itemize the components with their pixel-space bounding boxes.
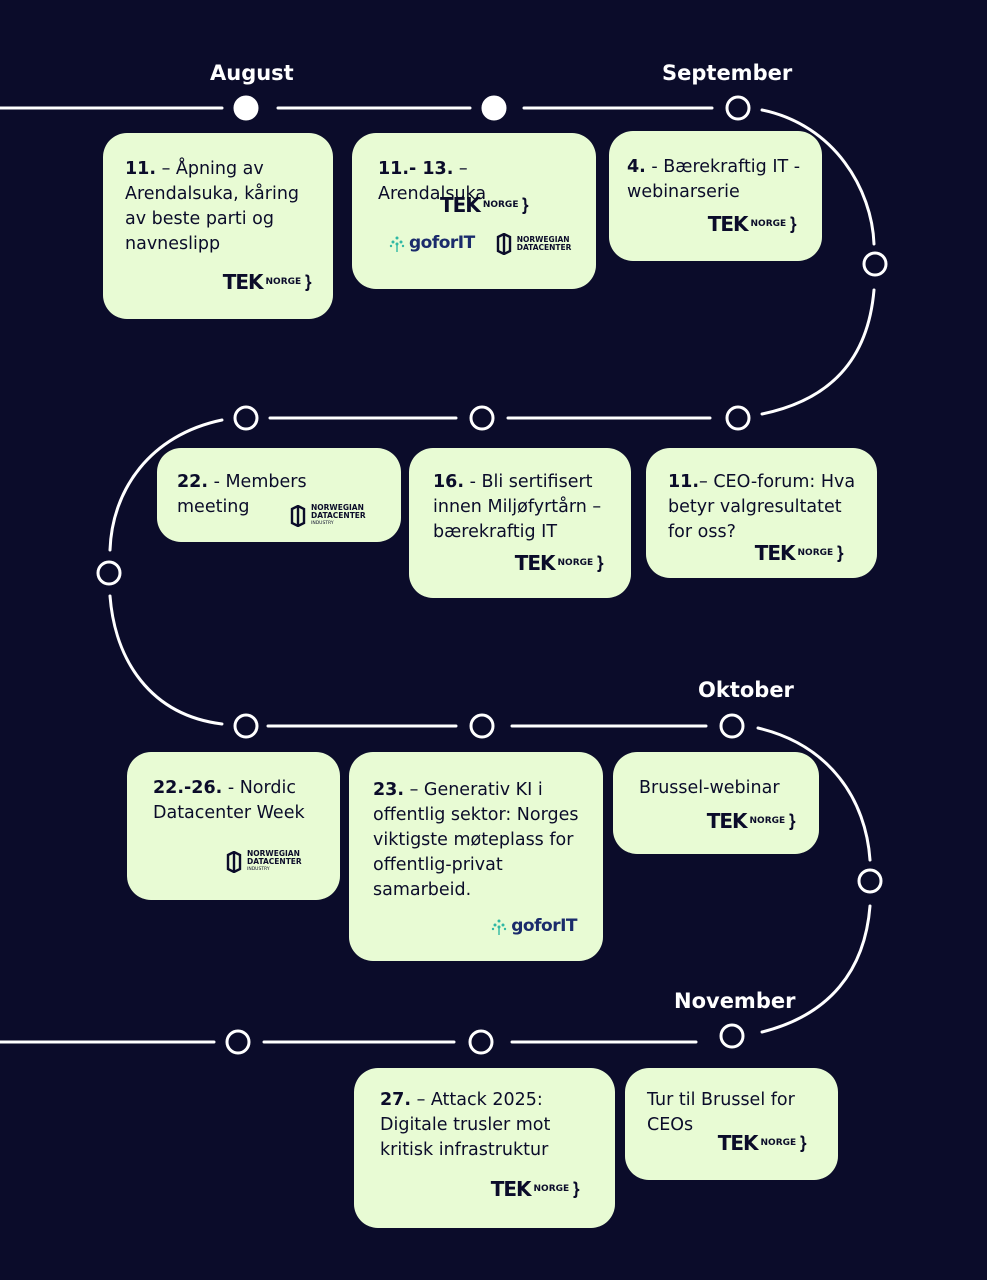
event-date: 11. [668, 472, 700, 492]
event-text: - Nordic Datacenter Week [153, 778, 305, 823]
event-date: 4. [627, 157, 646, 177]
event-text: Brussel-webinar [639, 778, 780, 798]
event-card: 11. – Åpning av Arendalsuka, kåring av b… [103, 133, 333, 319]
timeline-dot [96, 560, 122, 586]
timeline-dot [468, 1029, 494, 1055]
month-label-oktober: Oktober [698, 678, 794, 702]
event-card: 22.-26. - Nordic Datacenter Week NORWEGI… [127, 752, 340, 900]
event-text: - Members meeting [177, 472, 307, 517]
event-text: – Attack 2025: Digitale trusler mot krit… [380, 1090, 551, 1160]
event-date: 23. [373, 780, 405, 800]
event-text: – Generativ KI i offentlig sektor: Norge… [373, 780, 579, 900]
event-date: 16. [433, 472, 465, 492]
timeline-dot [725, 405, 751, 431]
goforit-logo: goforIT [388, 231, 475, 256]
event-card: 27. – Attack 2025: Digitale trusler mot … [354, 1068, 615, 1228]
event-date: 27. [380, 1090, 412, 1110]
event-text: Tur til Brussel for CEOs [647, 1090, 795, 1135]
timeline-dot [725, 95, 751, 121]
month-label-november: November [674, 989, 796, 1013]
month-label-august: August [210, 61, 294, 85]
leaf-icon [492, 919, 507, 935]
timeline-dot [857, 868, 883, 894]
event-card: 23. – Generativ KI i offentlig sektor: N… [349, 752, 603, 961]
timeline-dot [233, 405, 259, 431]
timeline-dot [469, 713, 495, 739]
event-text: - Bærekraftig IT - webinarserie [627, 157, 801, 202]
timeline-dot [233, 713, 259, 739]
month-label-september: September [662, 61, 793, 85]
timeline-dot [481, 95, 507, 121]
timeline-dot [225, 1029, 251, 1055]
timeline-dot [862, 251, 888, 277]
event-text: – Arendalsuka [378, 159, 487, 204]
event-date: 11.- 13. [378, 159, 454, 179]
event-text: – CEO-forum: Hva betyr valgresultatet fo… [668, 472, 856, 542]
timeline-dot [233, 95, 259, 121]
hexagon-icon [226, 851, 242, 873]
event-date: 22.-26. [153, 778, 223, 798]
event-date: 22. [177, 472, 209, 492]
hexagon-icon [290, 505, 306, 527]
hexagon-icon [496, 232, 511, 255]
event-card: 11.– CEO-forum: Hva betyr valgresultatet… [646, 448, 877, 578]
goforit-logo: goforIT [490, 914, 577, 939]
leaf-icon [389, 236, 405, 252]
event-text: – Åpning av Arendalsuka, kåring av beste… [125, 159, 300, 254]
event-date: 11. [125, 159, 157, 179]
timeline-dot [469, 405, 495, 431]
timeline-dot [719, 1023, 745, 1049]
event-card: 16. - Bli sertifisert innen Miljøfyrtårn… [409, 448, 631, 598]
timeline-dot [719, 713, 745, 739]
event-text: - Bli sertifisert innen Miljøfyrtårn – b… [433, 472, 602, 542]
